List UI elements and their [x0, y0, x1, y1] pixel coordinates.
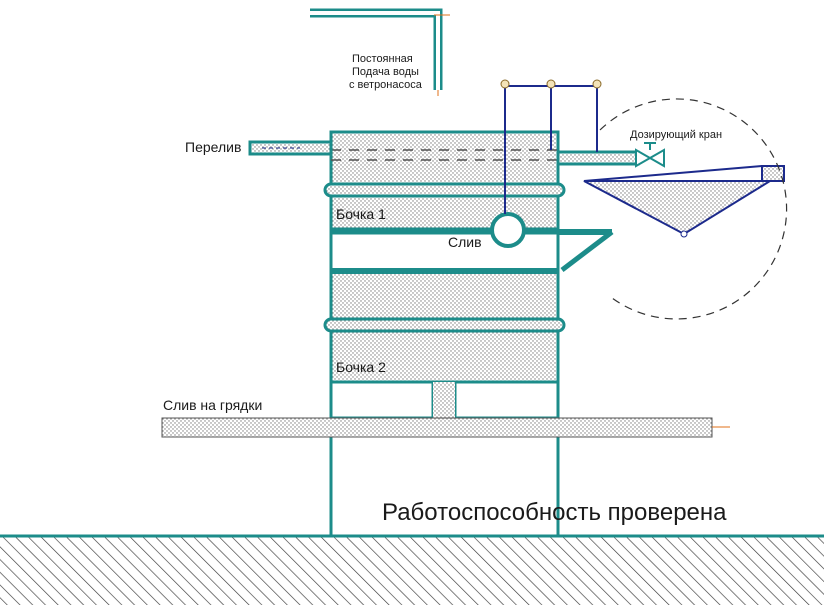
drain-label: Слив: [448, 234, 482, 250]
dosing-valve: [635, 142, 665, 168]
drain-float: [490, 212, 526, 248]
barrel-2: [323, 268, 566, 420]
water-supply-pipe: [310, 8, 450, 96]
dosing-funnel: [583, 165, 785, 238]
swing-arc: [599, 98, 788, 320]
funnel-bracket: [558, 229, 614, 272]
dosing-valve-label: Дозирующий кран: [630, 129, 722, 141]
drain-to-beds-pipe: [161, 417, 730, 438]
supply-label-line2: Подача воды: [352, 66, 419, 78]
barrel-1-label: Бочка 1: [336, 206, 386, 222]
overflow-label: Перелив: [185, 139, 241, 155]
drain-to-beds-label: Слив на грядки: [163, 397, 262, 413]
ground: [0, 534, 824, 605]
barrel-2-label: Бочка 2: [336, 359, 386, 375]
status-caption: Работоспособность проверена: [382, 499, 727, 526]
overflow-pipe: [248, 140, 333, 156]
dosing-pipe: [556, 150, 640, 166]
supply-label-line1: Постоянная: [352, 53, 413, 65]
supply-label-line3: с ветронасоса: [349, 79, 423, 91]
lever-rods: [500, 79, 602, 214]
